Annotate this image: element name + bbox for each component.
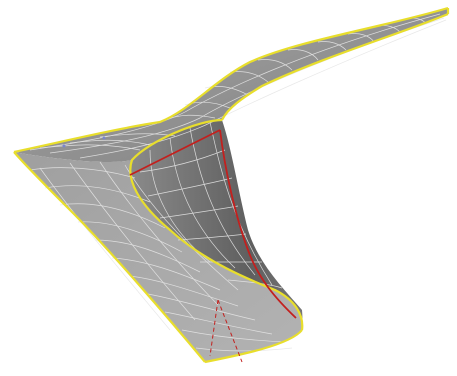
surface-upper-patch[interactable] [14, 8, 448, 163]
edge-markers [62, 136, 106, 148]
edge-ribbon-lower[interactable] [221, 12, 449, 121]
construction-lines[interactable] [209, 299, 243, 363]
surface-boundary-edges[interactable] [13, 6, 450, 364]
edge-left[interactable] [13, 151, 206, 363]
edge-curl[interactable] [129, 118, 304, 331]
red-curve-horizontal[interactable] [129, 129, 221, 176]
edge-bottom[interactable] [204, 329, 303, 364]
selected-curves[interactable] [129, 129, 297, 319]
edge-top[interactable] [13, 6, 449, 154]
surface-curl-patch[interactable] [130, 120, 303, 330]
red-curve-vertical[interactable] [219, 129, 297, 319]
surface-lower-patch[interactable] [14, 152, 303, 362]
dashed-line-left[interactable] [209, 299, 219, 357]
